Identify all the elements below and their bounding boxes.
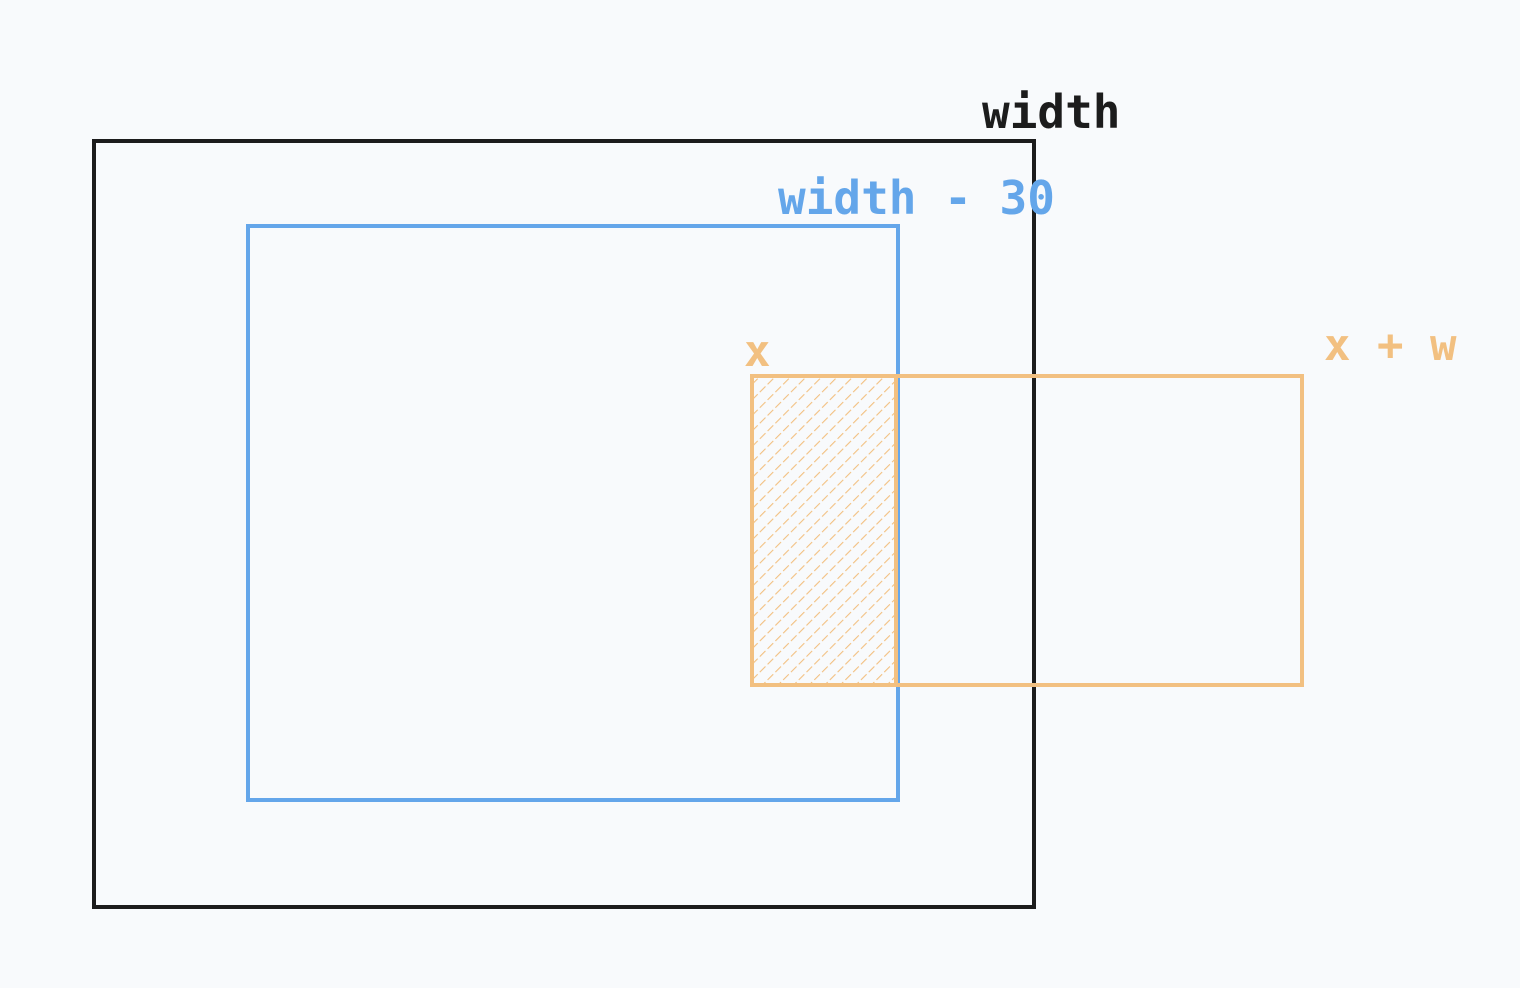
outer-box-label: width: [982, 85, 1120, 139]
inner-box-label: width - 30: [778, 171, 1055, 225]
moving-box: [750, 374, 1304, 687]
overlap-region: [750, 374, 898, 687]
box-end-label: x + w: [1324, 320, 1457, 371]
box-start-label: x: [744, 326, 771, 377]
outer-box: [92, 139, 1036, 909]
